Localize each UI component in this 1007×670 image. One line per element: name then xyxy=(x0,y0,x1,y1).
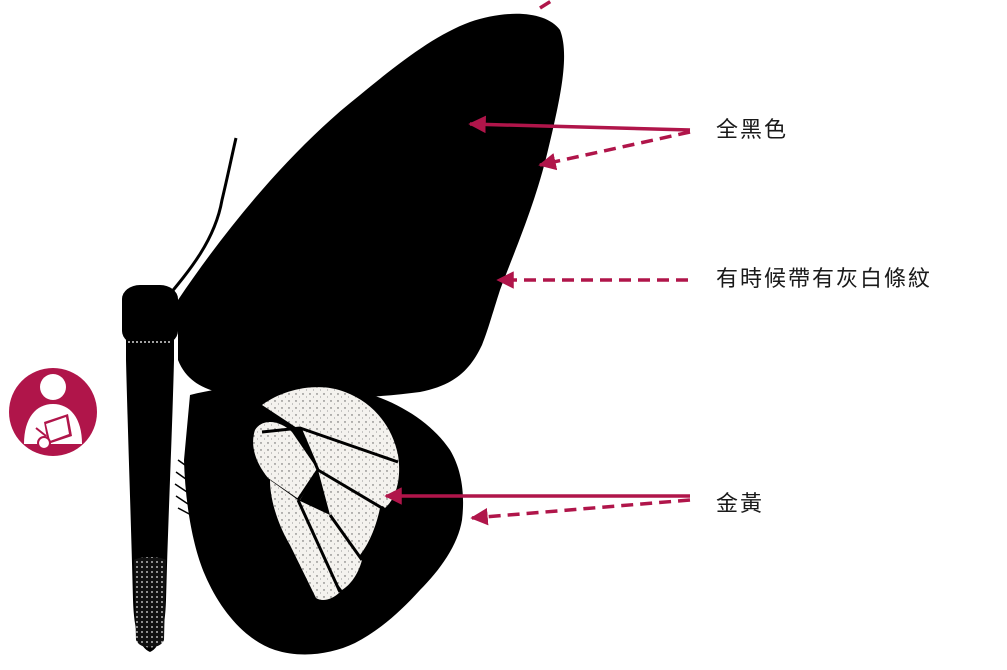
arrow-forewing-dashed xyxy=(540,132,690,165)
label-all-black: 全黑色 xyxy=(716,112,788,144)
arrow-gold-dashed xyxy=(472,500,690,518)
forewing xyxy=(178,14,564,399)
arrow-top-dashed xyxy=(540,0,556,8)
butterfly-body xyxy=(122,285,178,652)
reader-icon xyxy=(9,368,97,456)
label-gray-white-stripes: 有時候帶有灰白條紋 xyxy=(716,261,932,293)
label-golden-yellow: 金黃 xyxy=(716,486,764,518)
